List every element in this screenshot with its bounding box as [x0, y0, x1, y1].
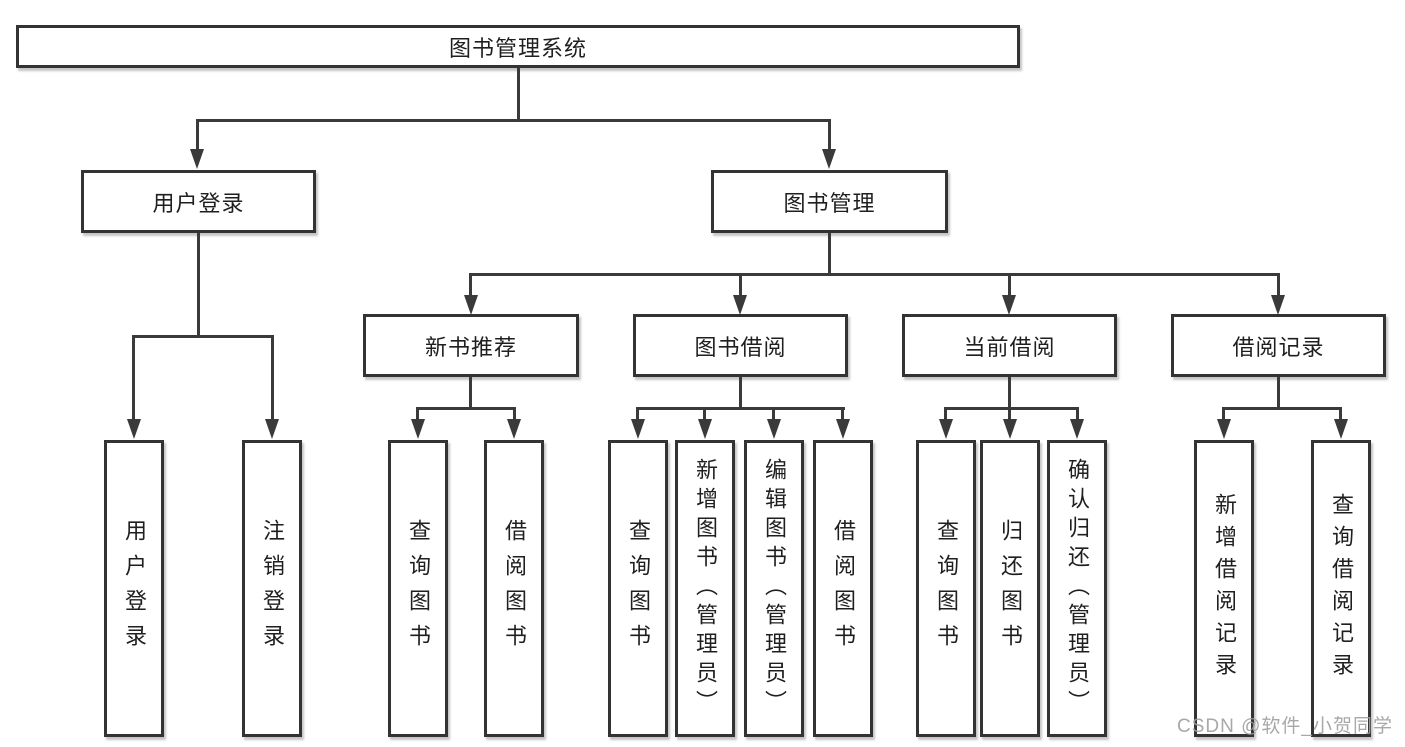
leaf-logout-label: 注销登录 — [260, 518, 285, 659]
leaf-borrow-edit-book-admin: 编辑图书（管理员） — [744, 440, 804, 737]
connector-line — [636, 407, 845, 410]
connector-line — [196, 119, 199, 150]
leaf-current-query-book-label: 查询图书 — [934, 518, 959, 659]
leaf-records-add-record-label: 新增借阅记录 — [1212, 492, 1237, 685]
connector-line — [513, 407, 516, 421]
arrow-down-icon — [698, 419, 712, 439]
connector-line — [196, 119, 831, 122]
connector-line — [1222, 407, 1342, 410]
connector-line — [469, 377, 472, 410]
connector-line — [772, 407, 775, 421]
leaf-current-return-book: 归还图书 — [980, 440, 1040, 737]
node-book-management-label: 图书管理 — [783, 190, 876, 216]
node-root: 图书管理系统 — [16, 25, 1020, 68]
leaf-borrow-query-book-label: 查询图书 — [626, 518, 651, 659]
node-new-book-recommend: 新书推荐 — [363, 314, 579, 377]
node-book-borrow: 图书借阅 — [633, 314, 848, 377]
connector-line — [1222, 407, 1225, 421]
node-new-book-recommend-label: 新书推荐 — [424, 334, 517, 360]
arrow-down-icon — [464, 295, 478, 315]
leaf-current-return-book-label: 归还图书 — [998, 518, 1023, 659]
connector-line — [636, 407, 639, 421]
node-current-borrow-label: 当前借阅 — [963, 334, 1056, 360]
node-current-borrow: 当前借阅 — [902, 314, 1117, 377]
arrow-down-icon — [1003, 419, 1017, 439]
arrow-down-icon — [1070, 419, 1084, 439]
arrow-down-icon — [631, 419, 645, 439]
leaf-user-login-label: 用户登录 — [122, 518, 147, 659]
arrow-down-icon — [1334, 419, 1348, 439]
connector-line — [469, 273, 1279, 276]
leaf-recommend-borrow-book-label: 借阅图书 — [502, 518, 527, 659]
leaf-current-confirm-return-admin-label: 确认归还（管理员） — [1065, 458, 1090, 719]
arrow-down-icon — [265, 419, 279, 439]
connector-line — [1008, 273, 1011, 297]
leaf-current-confirm-return-admin: 确认归还（管理员） — [1047, 440, 1107, 737]
node-book-borrow-label: 图书借阅 — [694, 334, 787, 360]
leaf-records-query-record: 查询借阅记录 — [1311, 440, 1371, 737]
connector-line — [132, 335, 135, 419]
arrow-down-icon — [1271, 295, 1285, 315]
connector-line — [469, 273, 472, 297]
connector-line — [944, 407, 947, 421]
connector-line — [416, 407, 516, 410]
arrow-down-icon — [733, 295, 747, 315]
connector-line — [828, 119, 831, 150]
leaf-recommend-query-book-label: 查询图书 — [406, 518, 431, 659]
arrow-down-icon — [190, 149, 204, 169]
connector-line — [841, 407, 844, 421]
arrow-down-icon — [939, 419, 953, 439]
connector-line — [1277, 377, 1280, 410]
connector-line — [1008, 407, 1011, 421]
csdn-watermark: CSDN @软件_小贺同学 — [1177, 716, 1393, 737]
node-book-management: 图书管理 — [711, 170, 948, 233]
connector-line — [132, 335, 274, 338]
leaf-borrow-borrow-book-label: 借阅图书 — [831, 518, 856, 659]
connector-line — [416, 407, 419, 421]
arrow-down-icon — [1002, 295, 1016, 315]
connector-line — [1277, 273, 1280, 297]
arrow-down-icon — [411, 419, 425, 439]
arrow-down-icon — [767, 419, 781, 439]
connector-line — [739, 377, 742, 410]
connector-line — [197, 233, 200, 338]
leaf-current-query-book: 查询图书 — [916, 440, 976, 737]
leaf-records-query-record-label: 查询借阅记录 — [1329, 492, 1354, 685]
connector-line — [703, 407, 706, 421]
leaf-user-login: 用户登录 — [104, 440, 164, 737]
node-root-label: 图书管理系统 — [448, 35, 587, 61]
arrow-down-icon — [507, 419, 521, 439]
connector-line — [1008, 377, 1011, 410]
node-user-login-group: 用户登录 — [81, 170, 316, 233]
leaf-borrow-add-book-admin: 新增图书（管理员） — [675, 440, 735, 737]
leaf-records-add-record: 新增借阅记录 — [1194, 440, 1254, 737]
leaf-borrow-edit-book-admin-label: 编辑图书（管理员） — [762, 458, 787, 719]
connector-line — [828, 233, 831, 276]
connector-line — [271, 335, 274, 419]
leaf-borrow-add-book-admin-label: 新增图书（管理员） — [693, 458, 718, 719]
connector-line — [1339, 407, 1342, 421]
leaf-borrow-query-book: 查询图书 — [608, 440, 668, 737]
leaf-logout: 注销登录 — [242, 440, 302, 737]
leaf-borrow-borrow-book: 借阅图书 — [813, 440, 873, 737]
leaf-recommend-borrow-book: 借阅图书 — [484, 440, 544, 737]
node-borrow-records: 借阅记录 — [1171, 314, 1386, 377]
arrow-down-icon — [1217, 419, 1231, 439]
connector-line — [1076, 407, 1079, 421]
node-user-login-group-label: 用户登录 — [152, 190, 245, 216]
leaf-recommend-query-book: 查询图书 — [388, 440, 448, 737]
arrow-down-icon — [836, 419, 850, 439]
connector-line — [517, 68, 520, 122]
arrow-down-icon — [822, 149, 836, 169]
connector-line — [944, 407, 1079, 410]
arrow-down-icon — [127, 419, 141, 439]
connector-line — [739, 273, 742, 297]
node-borrow-records-label: 借阅记录 — [1232, 334, 1325, 360]
